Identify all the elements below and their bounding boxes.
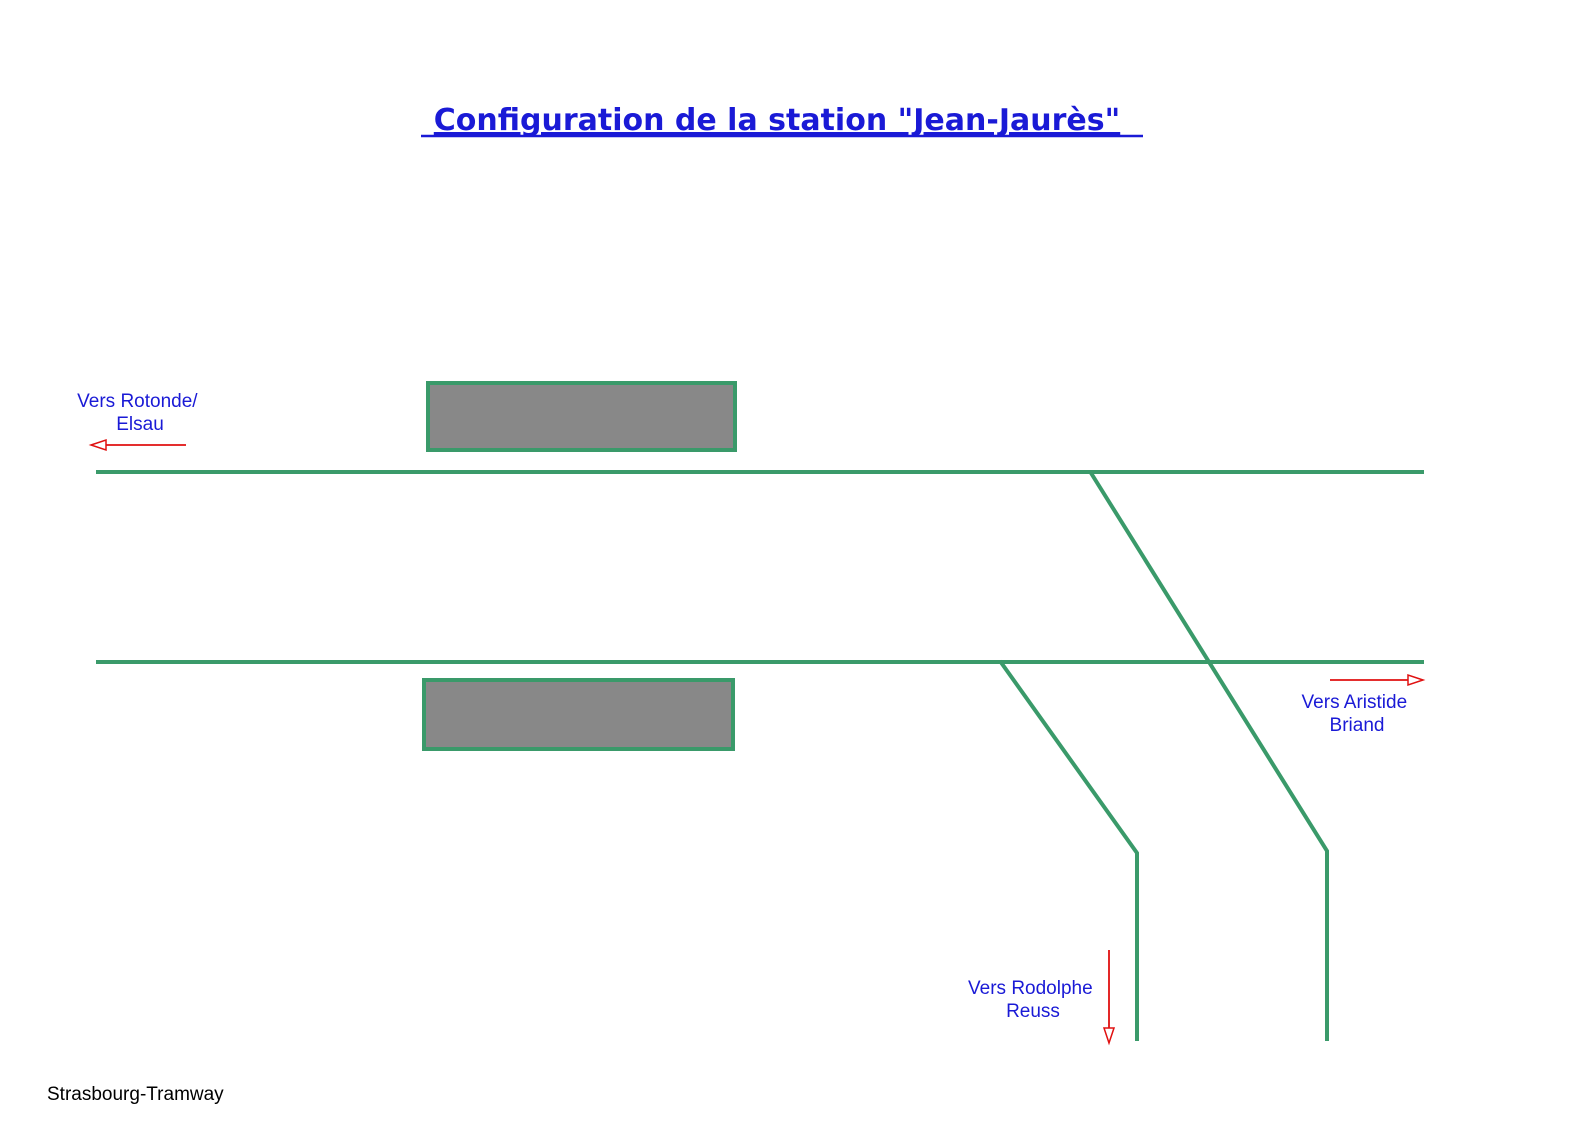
arrow-to-rotonde	[88, 438, 186, 452]
platform-north	[426, 381, 737, 452]
arrow-to-aristide	[1330, 673, 1426, 687]
footer-credit: Strasbourg-Tramway	[47, 1084, 224, 1105]
label-aristide-line2: Briand	[1330, 715, 1385, 736]
branch-track-east	[1089, 471, 1329, 1041]
label-aristide-line1: Vers Aristide	[1302, 692, 1408, 713]
label-rotonde: Vers Rotonde/ Elsau	[77, 391, 203, 435]
label-rodolphe: Vers Rodolphe Reuss	[968, 978, 1098, 1022]
label-aristide: Vers Aristide Briand	[1302, 692, 1413, 736]
label-rotonde-line2: Elsau	[116, 414, 164, 435]
platform-south	[422, 678, 735, 751]
page-title: Configuration de la station "Jean-Jaurès…	[434, 103, 1120, 138]
label-rodolphe-line1: Vers Rodolphe	[968, 978, 1093, 999]
label-rotonde-line1: Vers Rotonde/	[77, 391, 198, 412]
branch-track-west	[998, 659, 1139, 1041]
arrow-to-rodolphe	[1102, 950, 1116, 1046]
label-rodolphe-line2: Reuss	[1006, 1001, 1060, 1022]
